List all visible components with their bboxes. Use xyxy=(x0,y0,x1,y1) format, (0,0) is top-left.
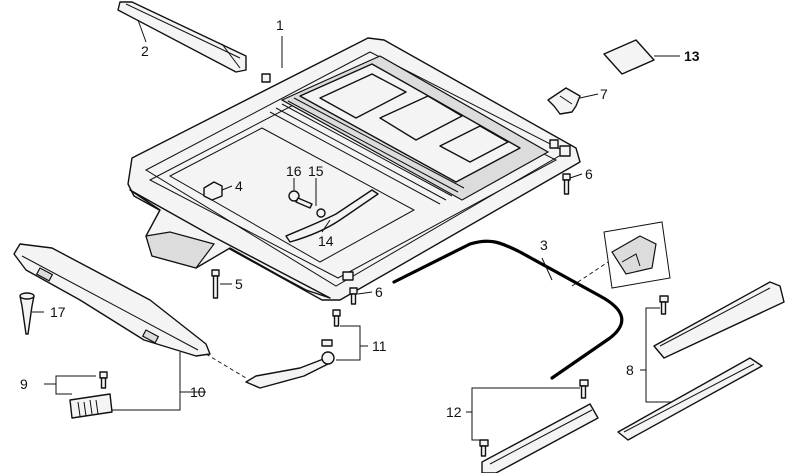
callout-1: 1 xyxy=(276,17,284,33)
callout-9: 9 xyxy=(20,376,28,392)
callout-14: 14 xyxy=(318,233,334,249)
callout-8: 8 xyxy=(626,362,634,378)
part-bolt-6a xyxy=(562,173,571,195)
part-bolt-6b xyxy=(349,287,358,305)
callout-6a: 6 xyxy=(585,166,593,182)
part-pin-17 xyxy=(19,292,35,335)
part-cable-11 xyxy=(245,309,341,389)
seal-detail-inset xyxy=(603,221,671,289)
callout-2: 2 xyxy=(141,43,149,59)
callout-13: 13 xyxy=(684,48,700,64)
dashed-link-seal xyxy=(571,261,609,287)
dashed-link-10-11 xyxy=(205,353,247,379)
part-seal-3 xyxy=(392,239,624,380)
callout-5: 5 xyxy=(235,276,243,292)
part-wind-deflector xyxy=(13,243,211,357)
part-hinge-9 xyxy=(69,371,113,419)
callout-16: 16 xyxy=(286,163,302,179)
callout-15: 15 xyxy=(308,163,324,179)
callout-6b: 6 xyxy=(375,284,383,300)
callout-7: 7 xyxy=(600,86,608,102)
part-screw-16 xyxy=(288,190,313,209)
part-clip-4 xyxy=(203,181,223,201)
callout-12: 12 xyxy=(446,404,462,420)
part-bracket-7 xyxy=(547,87,581,115)
callout-11: 11 xyxy=(372,338,387,354)
part-rail-12 xyxy=(479,379,599,473)
callout-10: 10 xyxy=(190,384,206,400)
part-drain-hose xyxy=(285,189,379,243)
part-guide-rail-8 xyxy=(617,281,785,441)
part-trim-strip xyxy=(117,1,247,73)
callout-4: 4 xyxy=(235,178,243,194)
leader-lines xyxy=(32,19,680,441)
part-bolt-5 xyxy=(211,269,220,299)
part-label-13 xyxy=(603,39,655,75)
callout-17: 17 xyxy=(50,304,66,320)
callout-3: 3 xyxy=(540,237,548,253)
part-sunroof-frame xyxy=(127,37,581,301)
